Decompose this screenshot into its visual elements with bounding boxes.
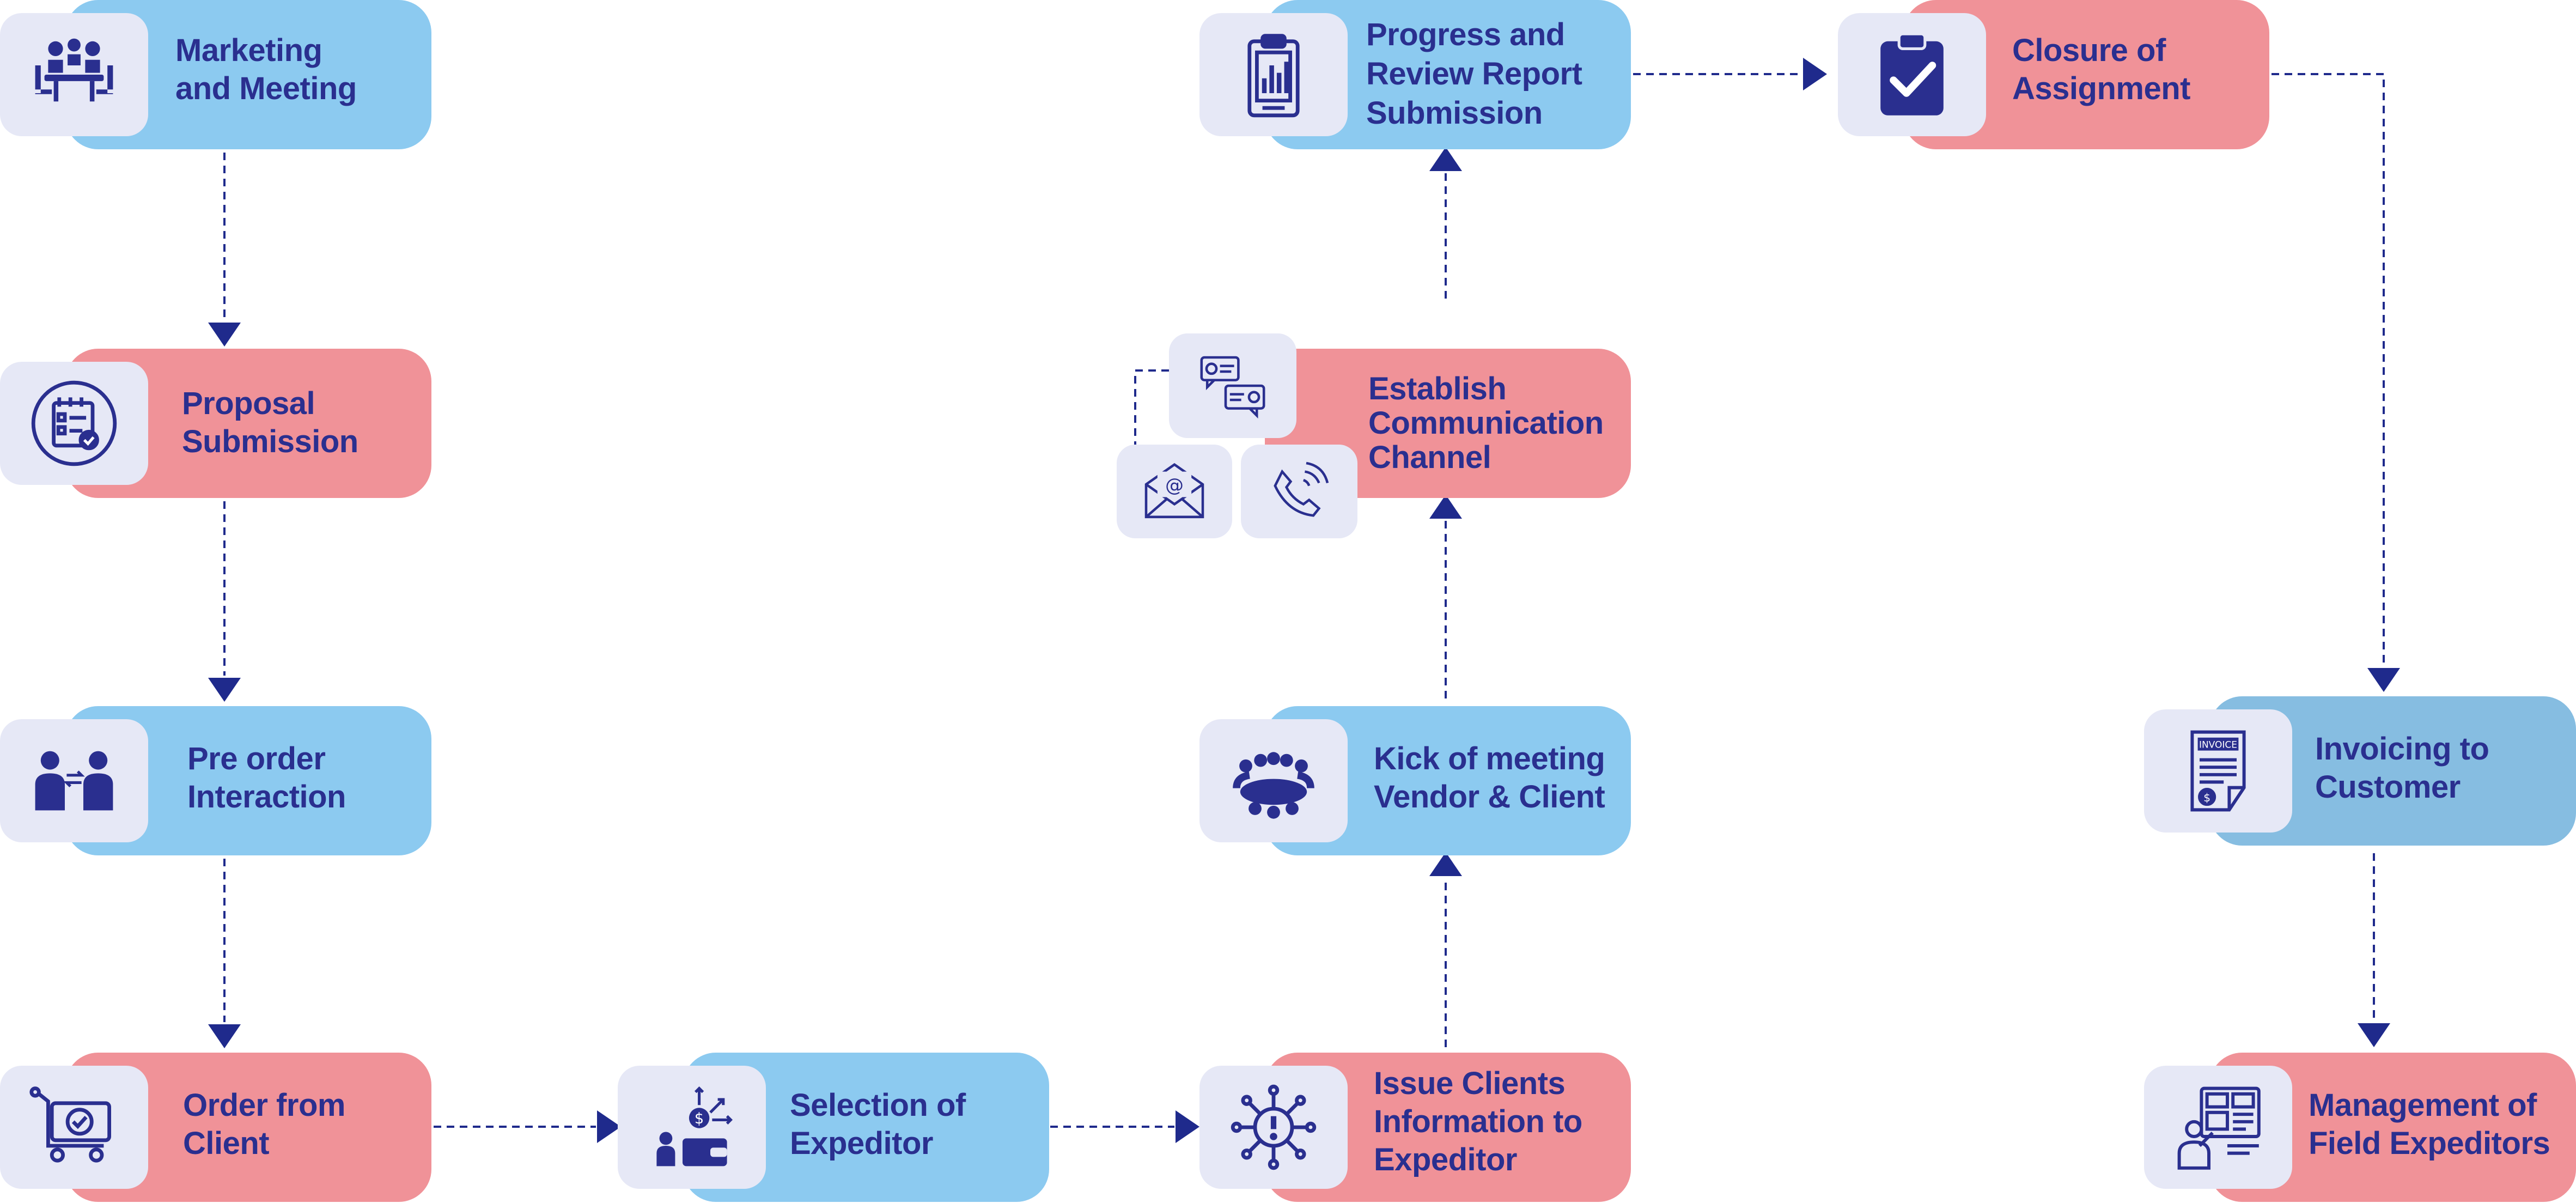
arrowhead-selection-issue (1176, 1110, 1199, 1143)
presenter-board-icon (2177, 1086, 2261, 1170)
arrowhead-proposal-preorder (208, 678, 241, 702)
phone-handset-icon (1274, 461, 1329, 517)
step-selection-label: Selection of Expeditor (790, 1087, 966, 1161)
step-issue-icon-tile (1199, 1066, 1348, 1189)
meeting-table-icon (35, 38, 113, 102)
svg-text:@: @ (1165, 475, 1184, 496)
arrowhead-marketing-proposal (208, 323, 241, 347)
step-marketing-label: Marketing and Meeting (175, 33, 357, 106)
invoice-document-icon: INVOICE $ (2190, 730, 2246, 812)
calendar-checklist-icon (31, 380, 117, 466)
step-order-label: Order from Client (183, 1087, 345, 1161)
alert-gear-network-icon (1231, 1084, 1317, 1170)
arrowhead-invoicing-management (2358, 1023, 2390, 1047)
step-closure-icon-tile (1838, 13, 1986, 136)
step-communication-chat-tile (1169, 333, 1296, 438)
step-preorder-icon-tile (0, 719, 148, 842)
wallet-dollar-person-icon: $ (656, 1086, 733, 1166)
step-management-label: Management of Field Expeditors (2309, 1087, 2550, 1161)
step-selection-icon-tile: $ (618, 1066, 766, 1189)
arrowhead-closure-invoicing (2367, 668, 2400, 692)
svg-text:INVOICE: INVOICE (2199, 740, 2237, 751)
two-people-exchange-icon (35, 751, 113, 811)
clipboard-check-icon (1880, 32, 1944, 116)
svg-text:$: $ (2203, 791, 2210, 804)
arrowhead-order-selection (597, 1110, 621, 1143)
step-proposal-icon-tile (0, 362, 148, 485)
step-marketing-icon-tile (0, 13, 148, 136)
email-envelope-icon: @ (1144, 463, 1204, 519)
connector-closure-invoicing (2271, 73, 2385, 664)
step-order-icon-tile (0, 1066, 148, 1189)
step-progress-label: Progress and Review Report Submission (1366, 17, 1582, 131)
step-issue-label: Issue Clients Information to Expeditor (1374, 1066, 1582, 1177)
step-closure-label: Closure of Assignment (2012, 33, 2190, 106)
step-invoicing-icon-tile: INVOICE $ (2144, 709, 2292, 833)
connector-chat-bracket (1134, 369, 1169, 445)
step-communication-email-tile: @ (1117, 445, 1232, 538)
chat-bubbles-icon (1200, 356, 1265, 419)
step-kickoff-icon-tile (1199, 719, 1348, 842)
arrowhead-kickoff-communication (1429, 495, 1462, 519)
group-meeting-icon (1233, 752, 1314, 819)
step-management-icon-tile (2144, 1066, 2292, 1189)
shopping-cart-check-icon (29, 1086, 111, 1163)
arrowhead-communication-progress (1429, 147, 1462, 171)
step-invoicing-label: Invoicing to Customer (2315, 731, 2489, 805)
arrowhead-progress-closure (1803, 58, 1827, 90)
arrowhead-preorder-order (208, 1024, 241, 1048)
step-preorder-label: Pre order Interaction (187, 741, 346, 815)
svg-text:$: $ (695, 1110, 704, 1127)
step-kickoff-label: Kick of meeting Vendor & Client (1374, 741, 1605, 815)
step-communication-phone-tile (1241, 445, 1357, 538)
step-communication-label: Establish Communication Channel (1368, 371, 1604, 475)
step-progress-icon-tile (1199, 13, 1348, 136)
arrowhead-issue-kickoff (1429, 852, 1462, 876)
clipboard-chart-icon (1247, 34, 1300, 118)
step-proposal-label: Proposal Submission (182, 386, 358, 459)
